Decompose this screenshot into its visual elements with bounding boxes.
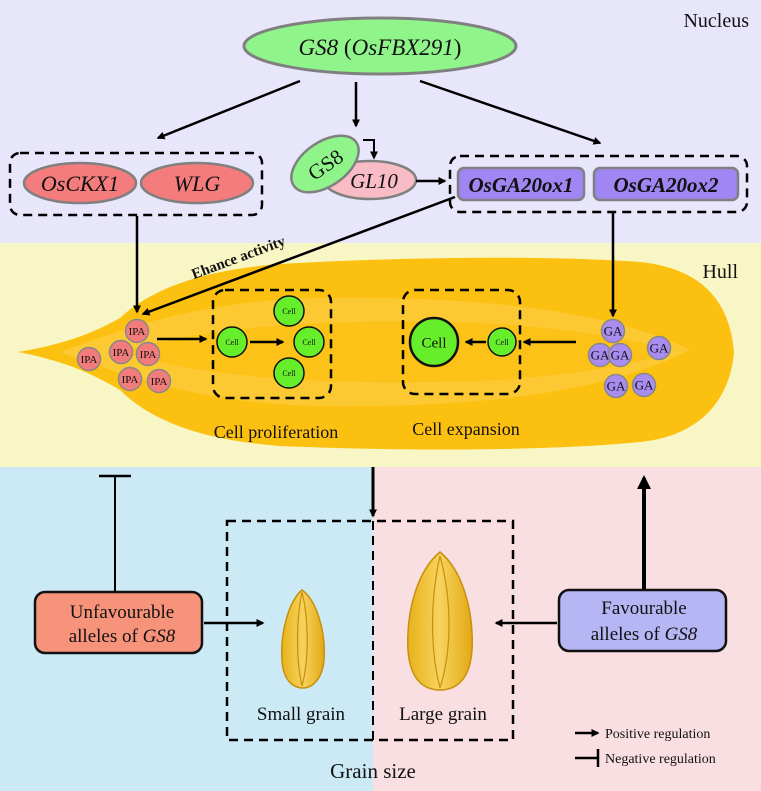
svg-text:GA: GA [611, 348, 630, 363]
svg-text:GA: GA [607, 379, 626, 394]
ipa-molecule: IPA [124, 318, 150, 344]
grain-size-label: Grain size [330, 759, 416, 783]
cell: Cell [273, 295, 305, 327]
cell-expansion-label: Cell expansion [412, 419, 519, 439]
ipa-molecule: IPA [146, 368, 172, 394]
arrow-gs8-binds-gl10 [363, 139, 378, 160]
svg-text:Cell: Cell [302, 338, 316, 347]
large-grain-label: Large grain [399, 704, 487, 725]
cell: Cell [216, 326, 248, 358]
ipa-molecule: IPA [135, 341, 161, 367]
expansion-cells: Cell Cell [408, 316, 517, 368]
svg-text:IPA: IPA [122, 374, 139, 386]
svg-text:Cell: Cell [282, 307, 296, 316]
svg-text:GL10: GL10 [350, 169, 398, 193]
cell-expansion-box [401, 288, 522, 396]
cell-proliferation-label: Cell proliferation [214, 422, 338, 442]
ckx1-wlg-group [8, 151, 264, 217]
ga-molecule: GA [587, 342, 613, 368]
arrow-enhance-activity [141, 195, 456, 316]
gs8-gene: GS8 [299, 35, 339, 60]
svg-text:GA: GA [591, 348, 610, 363]
svg-text:Favourable: Favourable [601, 598, 686, 619]
ipa-molecule: IPA [108, 339, 134, 365]
cell: Cell [293, 326, 325, 358]
osga20ox-group [448, 154, 749, 214]
ga-molecule: GA [603, 373, 629, 399]
svg-text:OsGA20ox1: OsGA20ox1 [468, 173, 573, 197]
svg-text:Cell: Cell [225, 338, 239, 347]
svg-text:alleles of GS8: alleles of GS8 [591, 624, 698, 645]
osfbx291-gene: OsFBX291 [352, 35, 454, 60]
svg-text:IPA: IPA [81, 354, 98, 366]
svg-text:IPA: IPA [129, 326, 146, 338]
ipa-molecule: IPA [117, 366, 143, 392]
cell-large: Cell [408, 316, 460, 368]
svg-text:IPA: IPA [151, 376, 168, 388]
favourable-alleles-box: Favourable alleles of GS8 [557, 588, 728, 653]
svg-text:GS8 (OsFBX291): GS8 (OsFBX291) [299, 35, 462, 60]
cell: Cell [273, 357, 305, 389]
grain-size-box [225, 519, 515, 742]
svg-text:OsCKX1: OsCKX1 [41, 171, 119, 196]
cell-proliferation-box [211, 288, 333, 400]
legend-positive-label: Positive regulation [605, 727, 710, 742]
large-grain-icon [407, 551, 473, 691]
osckx1-node: OsCKX1 [22, 161, 138, 205]
wlg-node: WLG [139, 161, 255, 205]
osga20ox2-node: OsGA20ox2 [592, 166, 740, 202]
arrow-gs8-to-ckx1-wlg [156, 79, 301, 140]
small-grain-label: Small grain [257, 704, 346, 725]
hull-label: Hull [702, 261, 738, 283]
small-grain-icon [281, 589, 325, 689]
legend-negative-label: Negative regulation [605, 752, 716, 767]
svg-text:IPA: IPA [140, 349, 157, 361]
svg-text:GA: GA [604, 324, 623, 339]
svg-text:WLG: WLG [174, 171, 221, 196]
rice-hull-shape [18, 257, 734, 450]
svg-text:OsGA20ox2: OsGA20ox2 [613, 173, 719, 197]
svg-text:alleles of GS8: alleles of GS8 [69, 626, 176, 647]
svg-text:Cell: Cell [282, 369, 296, 378]
ga-molecule: GA [631, 372, 657, 398]
nucleus-label: Nucleus [683, 10, 749, 32]
svg-text:Cell: Cell [422, 335, 447, 351]
cell: Cell [487, 327, 517, 357]
svg-text:Unfavourable: Unfavourable [70, 602, 174, 623]
legend: Positive regulation Negative regulation [575, 727, 716, 767]
ga-molecule: GA [600, 318, 626, 344]
ga-molecule: GA [646, 335, 672, 361]
ga-molecule: GA [607, 342, 633, 368]
ipa-molecules: IPA IPA IPA IPA IPA IPA [76, 318, 172, 394]
ipa-molecule: IPA [76, 346, 102, 372]
arrow-gs8-to-osga20ox [419, 79, 602, 145]
gs8-small-node: GS8 [290, 134, 360, 194]
gs8-osfbx291-node: GS8 (OsFBX291) [242, 16, 518, 76]
unfavourable-alleles-box: Unfavourable alleles of GS8 [33, 590, 204, 655]
osga20ox1-node: OsGA20ox1 [456, 166, 586, 202]
svg-text:GA: GA [635, 378, 654, 393]
svg-text:Cell: Cell [495, 338, 509, 347]
svg-text:GA: GA [650, 341, 669, 356]
svg-text:IPA: IPA [113, 347, 130, 359]
